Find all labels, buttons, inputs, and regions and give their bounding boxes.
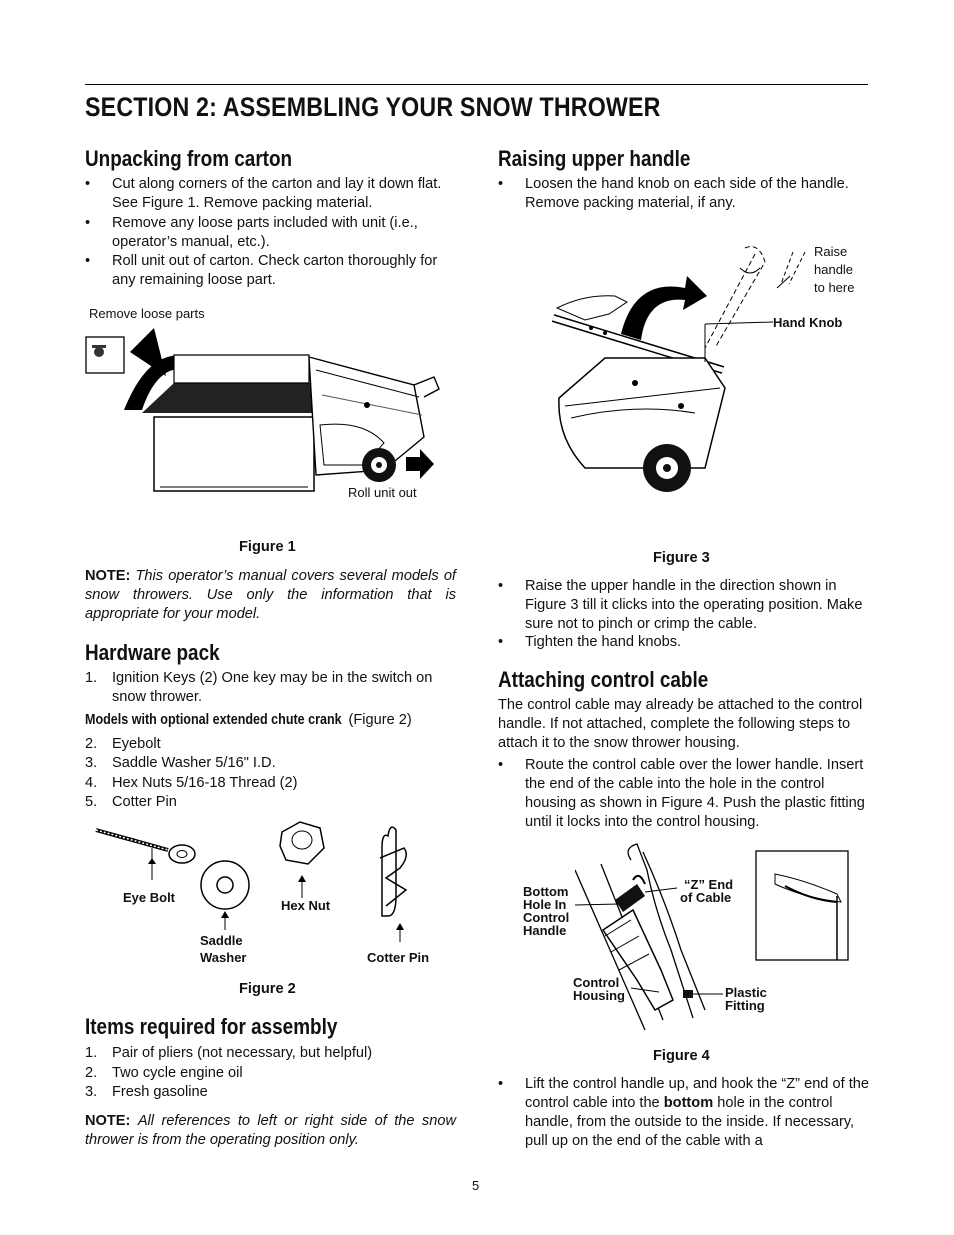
figure3-illustration [551, 246, 806, 492]
attaching-intro: The control cable may already be attache… [498, 697, 863, 751]
raising-heading: Raising upper handle [498, 146, 691, 171]
items-required-heading: Items required for assembly [85, 1014, 338, 1039]
models-label: Models with optional extended chute cran… [85, 712, 342, 728]
figure2-label-saddle: Saddle [200, 933, 243, 948]
figure3-label-handle: handle [814, 262, 854, 277]
figure3-caption: Figure 3 [653, 550, 710, 566]
note2-prefix: NOTE: [85, 1113, 131, 1129]
figure3-label-raise: Raise [814, 244, 848, 259]
bullet2-text-a: Lift the control handle up, and hook the… [525, 1076, 869, 1111]
figure2-illustration [95, 821, 408, 942]
figure1-label-loose-parts: Remove loose parts [89, 306, 205, 321]
figure2-label-washer: Washer [200, 950, 247, 965]
note-text: This operator’s manual covers several mo… [85, 568, 456, 622]
section-title: SECTION 2: ASSEMBLING YOUR SNOW THROWER [85, 92, 661, 122]
hardware-heading: Hardware pack [85, 640, 220, 665]
figure4-label-plastic-fitting: Plastic Fitting [725, 985, 767, 1013]
note-prefix: NOTE: [85, 568, 131, 584]
note-models: NOTE: This operator’s manual covers seve… [85, 567, 456, 624]
figure2-label-cotter-pin: Cotter Pin [367, 950, 430, 965]
figure1-illustration [85, 328, 440, 492]
note-references: NOTE: All references to left or right si… [85, 1112, 456, 1150]
figure2-caption: Figure 2 [239, 981, 296, 997]
figure1-label-roll-out: Roll unit out [348, 485, 417, 500]
bullet2-text-b: hole in the control handle, from the out… [525, 1095, 855, 1149]
figure4-label-bottom-hole: Bottom Hole In Control Handle [523, 884, 570, 938]
figure3-label-hand-knob: Hand Knob [773, 315, 843, 330]
figure4-illustration [575, 843, 849, 1031]
figure2-label-hex-nut: Hex Nut [281, 898, 331, 913]
models-ref: (Figure 2) [344, 712, 412, 728]
figure4-caption: Figure 4 [653, 1048, 710, 1064]
bullet2-bold-bottom: bottom [663, 1095, 714, 1111]
unpacking-heading: Unpacking from carton [85, 146, 293, 171]
note2-text: All references to left or right side of … [85, 1113, 456, 1148]
figure3-label-to-here: to here [814, 280, 855, 295]
top-rule [85, 84, 868, 85]
figure1-caption: Figure 1 [239, 539, 296, 555]
hardware-models-line: Models with optional extended chute cran… [85, 711, 412, 730]
figure4-label-control-housing: Control Housing [573, 975, 625, 1003]
figure4-label-z-end: “Z” End of Cable [680, 877, 734, 905]
page-number: 5 [472, 1178, 480, 1193]
figure2-label-eye-bolt: Eye Bolt [123, 890, 176, 905]
attaching-heading: Attaching control cable [498, 667, 709, 692]
